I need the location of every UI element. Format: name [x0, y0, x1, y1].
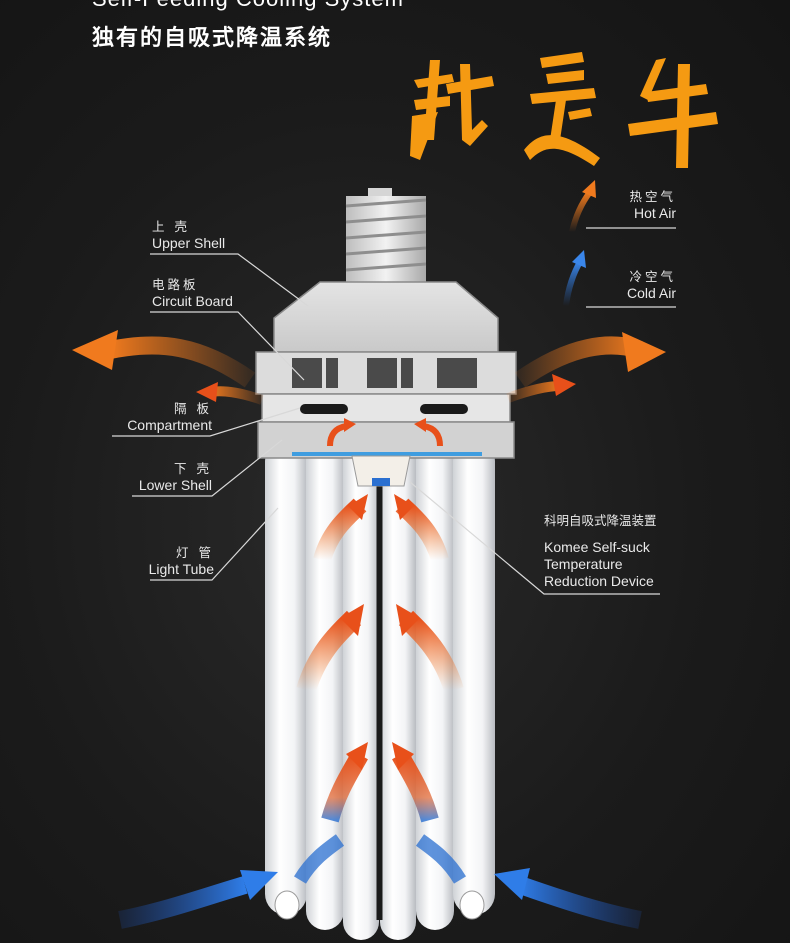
callout-cooling-device: 科明自吸式降温装置 Komee Self-suck Temperature Re…	[544, 512, 657, 590]
light-tubes	[265, 440, 495, 940]
light-tube-en: Light Tube	[120, 561, 214, 578]
device-en-line2: Temperature	[544, 556, 657, 573]
callout-circuit-board: 电路板 Circuit Board	[152, 276, 233, 310]
device-zh: 科明自吸式降温装置	[544, 512, 657, 529]
legend-cold-zh: 冷空气	[586, 268, 676, 285]
legend-hot-zh: 热空气	[586, 188, 676, 205]
device-en-line3: Reduction Device	[544, 573, 657, 590]
screw-base	[346, 188, 426, 282]
callout-lower-shell: 下 壳 Lower Shell	[112, 460, 212, 494]
legend-hot-en: Hot Air	[586, 205, 676, 222]
upper-shell	[256, 282, 516, 394]
callout-upper-shell: 上 壳 Upper Shell	[152, 218, 225, 252]
callout-compartment: 隔 板 Compartment	[100, 400, 212, 434]
light-tube-zh: 灯 管	[120, 544, 214, 561]
upper-shell-en: Upper Shell	[152, 235, 225, 252]
upper-shell-zh: 上 壳	[152, 218, 225, 235]
legend-cold-air: 冷空气 Cold Air	[586, 268, 676, 302]
compartment-en: Compartment	[100, 417, 212, 434]
device-en-line1: Komee Self-suck	[544, 539, 657, 556]
compartment-zh: 隔 板	[100, 400, 212, 417]
circuit-board-zh: 电路板	[152, 276, 233, 293]
legend-cold-en: Cold Air	[586, 285, 676, 302]
legend-hot-air: 热空气 Hot Air	[586, 188, 676, 222]
callout-light-tube: 灯 管 Light Tube	[120, 544, 214, 578]
brand-logo	[410, 52, 718, 168]
circuit-board-en: Circuit Board	[152, 293, 233, 310]
lower-shell-zh: 下 壳	[112, 460, 212, 477]
lower-shell-en: Lower Shell	[112, 477, 212, 494]
legend-cold-arrow	[566, 250, 586, 306]
